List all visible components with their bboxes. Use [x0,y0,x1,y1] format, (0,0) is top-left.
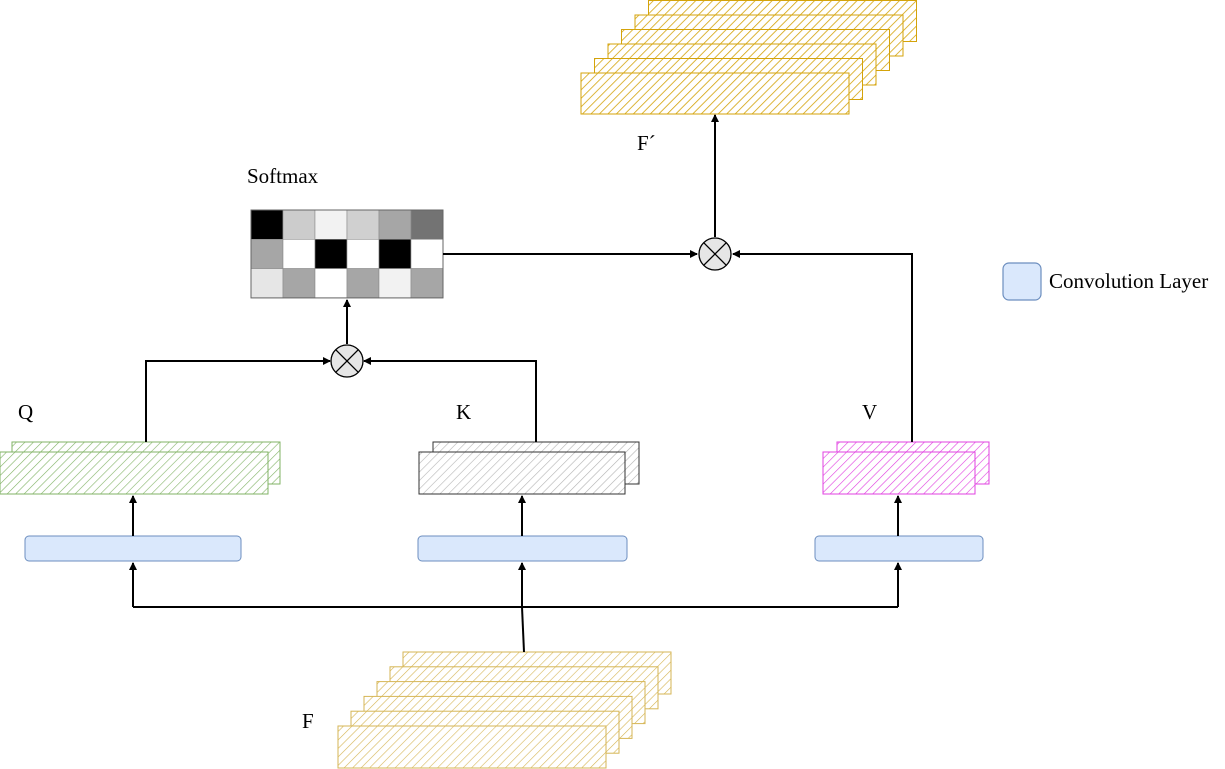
conv-layer-v [814,535,984,562]
softmax-cell [410,268,444,299]
conv-layer-q [24,535,242,562]
softmax-cell [378,268,412,299]
softmax-cell [378,239,412,269]
softmax-cell [378,209,412,240]
softmax-cell [282,209,316,240]
f-prime-feature-stack [580,0,917,115]
v-feature-stack [822,441,990,495]
label-v: V [862,400,877,424]
connectors [129,114,913,653]
softmax-cell [250,239,284,269]
arrow-k-to-multiply [363,357,537,442]
conv-layer-k [417,535,628,562]
label-softmax: Softmax [247,164,319,188]
softmax-cell [410,209,444,240]
f-feature-stack [337,651,672,769]
softmax-cell [250,268,284,299]
q-feature-stack [0,441,281,495]
softmax-cell [346,209,380,240]
f-prime-layer [580,72,850,115]
connector-f-up [521,606,525,653]
softmax-cell [314,239,348,269]
softmax-cell [282,268,316,299]
multiply-operator-av [698,237,732,271]
softmax-cell [346,268,380,299]
softmax-cell [250,209,284,240]
softmax-cell [314,209,348,240]
arrow-q-to-multiply [145,357,331,442]
softmax-cell [410,239,444,269]
legend-label: Convolution Layer [1049,269,1208,293]
softmax-cell [282,239,316,269]
f-layer [337,725,607,769]
k-feature-stack [418,441,640,495]
label-q: Q [18,400,33,424]
label-f: F [302,709,314,733]
legend-swatch [1002,262,1042,301]
legend: Convolution Layer [1002,262,1208,301]
arrow-v-to-multiply [732,250,913,442]
multiply-operator-qk [330,344,364,378]
label-f-prime: F´ [637,131,656,155]
softmax-attention-map [250,209,444,299]
label-k: K [456,400,471,424]
softmax-cell [346,239,380,269]
softmax-cell [314,268,348,299]
